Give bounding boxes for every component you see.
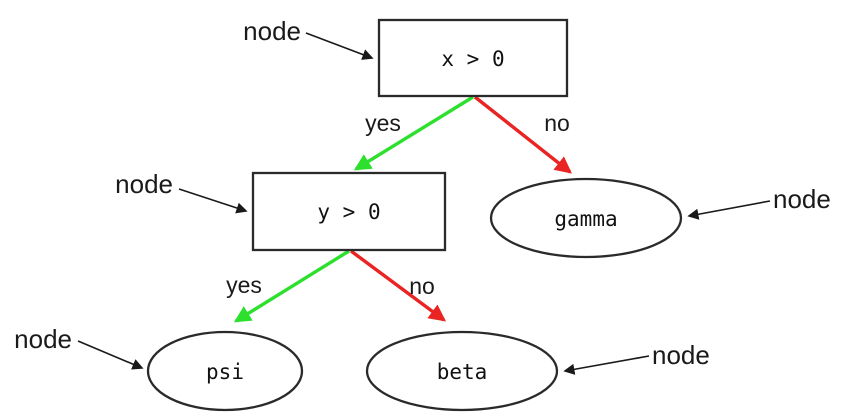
edge-inner-yes-label: yes [226, 272, 262, 298]
annotation-gamma-label: node [773, 184, 831, 214]
psi-node-label: psi [206, 360, 244, 384]
inner-node-rect [251, 171, 447, 252]
root-node-rect [377, 18, 569, 98]
annotation-beta: node [563, 340, 710, 375]
annotation-gamma-arrow [687, 200, 771, 220]
annotation-gamma: node [687, 184, 831, 220]
gamma-node-label: gamma [554, 207, 617, 231]
annotation-root-label: node [243, 16, 301, 46]
gamma-node-ellipse [489, 177, 683, 259]
edge-root-yes-label: yes [365, 110, 401, 136]
annotation-psi-arrow [77, 340, 144, 370]
edge-root-no-label: no [544, 110, 570, 136]
annotation-beta-label: node [652, 340, 710, 370]
edge-inner-yes-arrow [233, 249, 350, 323]
annotation-psi-label: node [14, 324, 72, 354]
edge-root-no-arrow [473, 95, 573, 174]
edge-inner-no-label: no [409, 273, 435, 299]
edge-root-yes-arrow [353, 95, 474, 171]
root-node-label: x > 0 [441, 47, 504, 71]
edge-inner-no-arrow [349, 249, 447, 322]
annotation-beta-arrow [563, 355, 650, 375]
annotation-inner-label: node [115, 169, 173, 199]
annotation-inner-arrow [178, 188, 248, 214]
annotation-root-arrow [305, 32, 374, 60]
beta-node-label: beta [437, 360, 488, 384]
beta-node-ellipse [365, 330, 559, 412]
inner-node-label: y > 0 [317, 200, 380, 224]
psi-node-ellipse [146, 330, 304, 412]
annotation-psi: node [14, 324, 144, 370]
annotation-root: node [243, 16, 374, 60]
annotation-inner: node [115, 169, 248, 214]
